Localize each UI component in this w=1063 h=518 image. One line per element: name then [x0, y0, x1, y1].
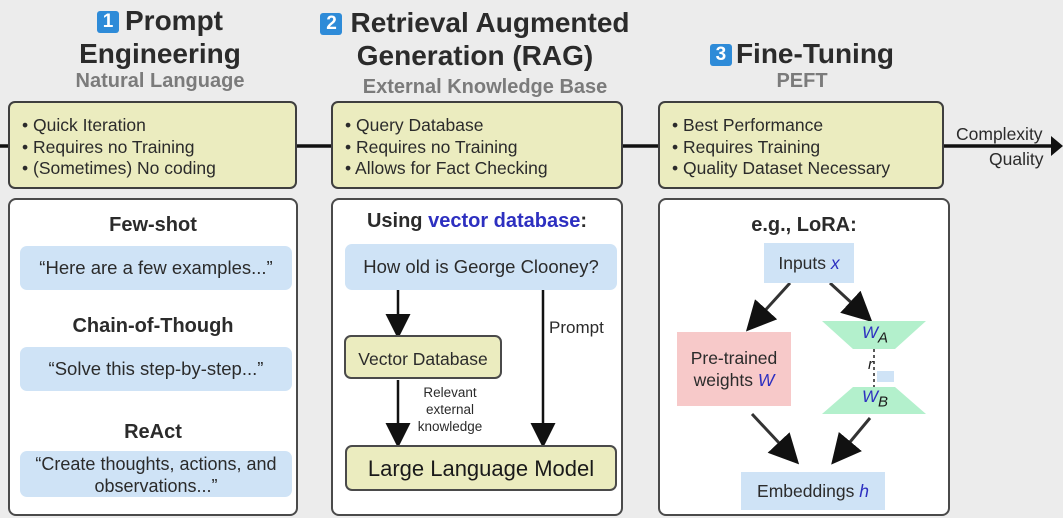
inputs-to-wa-arrow — [828, 281, 873, 323]
prompt-engineering-panel: Few-shot “Here are a few examples...” Ch… — [8, 198, 298, 516]
relevant-knowledge-label: Relevant external knowledge — [417, 385, 483, 434]
section-3-subtitle: PEFT — [776, 70, 828, 92]
wa-trapezoid — [822, 321, 926, 349]
feature-item: Quality Dataset Necessary — [672, 158, 942, 180]
section-3-features: Best Performance Requires Training Quali… — [658, 101, 944, 189]
lora-heading: e.g., LoRA: — [751, 214, 857, 236]
embeddings-box: Embeddings h — [741, 472, 885, 510]
wb-trapezoid — [822, 387, 926, 414]
rag-query-box: How old is George Clooney? — [345, 244, 617, 290]
section-1-badge: 1 — [97, 11, 119, 33]
wb-to-embeddings-arrow — [831, 417, 872, 465]
inputs-to-pretrained-arrow — [745, 281, 792, 332]
rank-label: r — [868, 356, 873, 373]
wa-label: WA — [862, 323, 889, 347]
pretrained-to-embeddings-arrow — [750, 412, 800, 465]
rag-panel — [331, 198, 623, 516]
llm-box: Large Language Model — [345, 445, 617, 491]
feature-item: Best Performance — [672, 115, 942, 137]
chain-of-thought-example: “Solve this step-by-step...” — [20, 347, 292, 391]
feature-item: Query Database — [345, 115, 621, 137]
few-shot-example: “Here are a few examples...” — [20, 246, 292, 290]
chain-of-thought-heading: Chain-of-Though — [72, 315, 234, 337]
section-3-badge: 3 — [709, 44, 732, 66]
axis-quality-label: Quality — [989, 149, 1044, 169]
few-shot-heading: Few-shot — [109, 214, 197, 236]
react-heading: ReAct — [124, 421, 182, 443]
wb-label: WB — [862, 387, 889, 411]
section-2-features: Query Database Requires no Training Allo… — [331, 101, 623, 189]
feature-item: Quick Iteration — [22, 115, 295, 137]
feature-item: Allows for Fact Checking — [345, 158, 621, 180]
axis-complexity-label: Complexity — [956, 124, 1043, 144]
vector-database-box: Vector Database — [344, 335, 502, 379]
pretrained-weights-box: Pre-trained weights W — [677, 332, 791, 406]
complexity-axis-arrowhead — [1051, 136, 1063, 156]
prompt-label: Prompt — [549, 318, 604, 337]
rag-heading: Using vector database: — [366, 210, 588, 232]
section-1-subtitle: Natural Language — [75, 70, 245, 92]
inputs-box: Inputs x — [764, 243, 854, 283]
feature-item: Requires Training — [672, 137, 942, 159]
section-2-badge: 2 — [320, 13, 343, 35]
react-example: “Create thoughts, actions, and observati… — [20, 451, 292, 497]
section-2-subtitle: External Knowledge Base — [362, 76, 608, 98]
rank-bottleneck — [877, 371, 894, 382]
feature-item: Requires no Training — [22, 137, 295, 159]
feature-item: Requires no Training — [345, 137, 621, 159]
feature-item: (Sometimes) No coding — [22, 158, 295, 180]
section-1-features: Quick Iteration Requires no Training (So… — [8, 101, 297, 189]
